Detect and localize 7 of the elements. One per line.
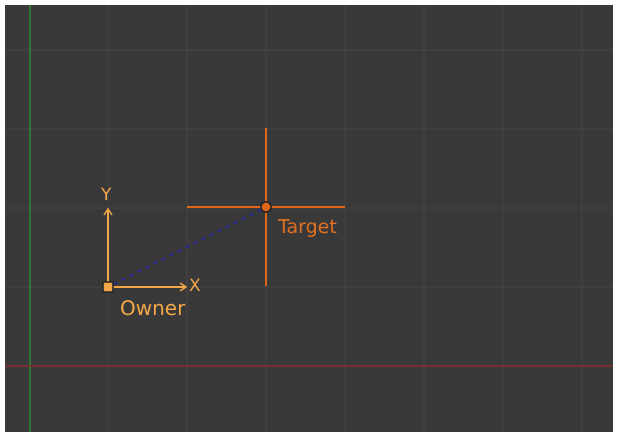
relationship-line [112, 208, 262, 286]
axis-letter: Y [101, 187, 112, 204]
object-name-label: Target [278, 218, 337, 237]
object-name-label: Owner [120, 298, 186, 318]
axis-letter: X [189, 278, 201, 295]
object-origin-icon [102, 281, 114, 293]
target-point-icon [260, 201, 272, 213]
